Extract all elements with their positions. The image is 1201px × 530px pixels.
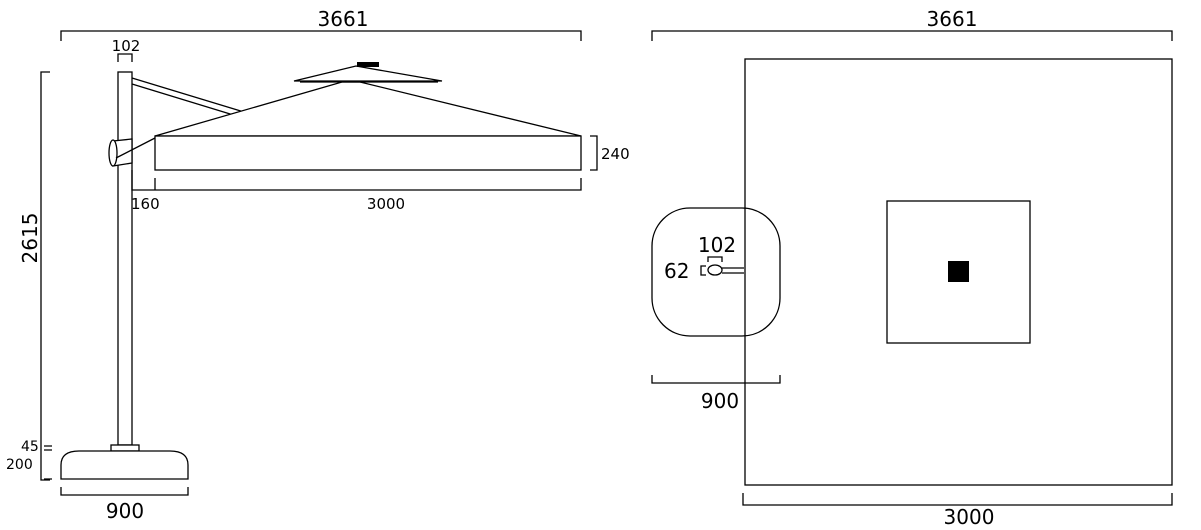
side-overall-width-dimension: 3661 — [60, 7, 582, 41]
base — [60, 444, 189, 480]
base-height-dimensions: 45 200 — [6, 439, 52, 480]
pole — [117, 71, 133, 446]
top-base-width-label: 900 — [701, 389, 739, 413]
top-overall-width-label: 3661 — [927, 7, 978, 31]
side-view: 3661 102 2615 45 200 — [6, 7, 630, 523]
top-canopy-width-label: 3000 — [944, 505, 995, 529]
canopy-vent-cap — [357, 62, 379, 67]
top-pole-depth-label: 62 — [664, 259, 689, 283]
pivot-joint — [108, 137, 156, 167]
support-arm — [131, 77, 245, 118]
canopy-width-dimension: 160 3000 — [131, 170, 582, 213]
pole-width-label: 102 — [112, 37, 141, 55]
top-canopy-width-dimension: 3000 — [742, 493, 1173, 529]
total-height-dimension: 2615 — [18, 71, 50, 481]
base-outline — [651, 207, 781, 337]
canopy-depth-dimension: 240 — [590, 135, 630, 171]
total-height-label: 2615 — [18, 213, 42, 264]
top-pole-width-label: 102 — [698, 233, 736, 257]
side-overall-width-label: 3661 — [318, 7, 369, 31]
canopy-depth-label: 240 — [601, 145, 630, 163]
pole-top-detail — [700, 256, 744, 276]
top-base-width-dimension: 900 — [651, 375, 781, 413]
base-height-label: 200 — [6, 457, 33, 473]
canopy-valance — [154, 135, 582, 171]
top-overall-width-dimension: 3661 — [651, 7, 1173, 41]
base-width-dimension: 900 — [60, 487, 189, 523]
plate-height-label: 45 — [21, 439, 39, 455]
top-view: 3661 102 62 900 3000 — [651, 7, 1173, 529]
canopy-width-label: 3000 — [367, 195, 405, 213]
pole-width-dimension: 102 — [112, 37, 141, 62]
center-cap — [948, 261, 969, 282]
base-width-label: 900 — [106, 499, 144, 523]
canopy-roof — [154, 62, 582, 137]
offset-label: 160 — [131, 195, 160, 213]
